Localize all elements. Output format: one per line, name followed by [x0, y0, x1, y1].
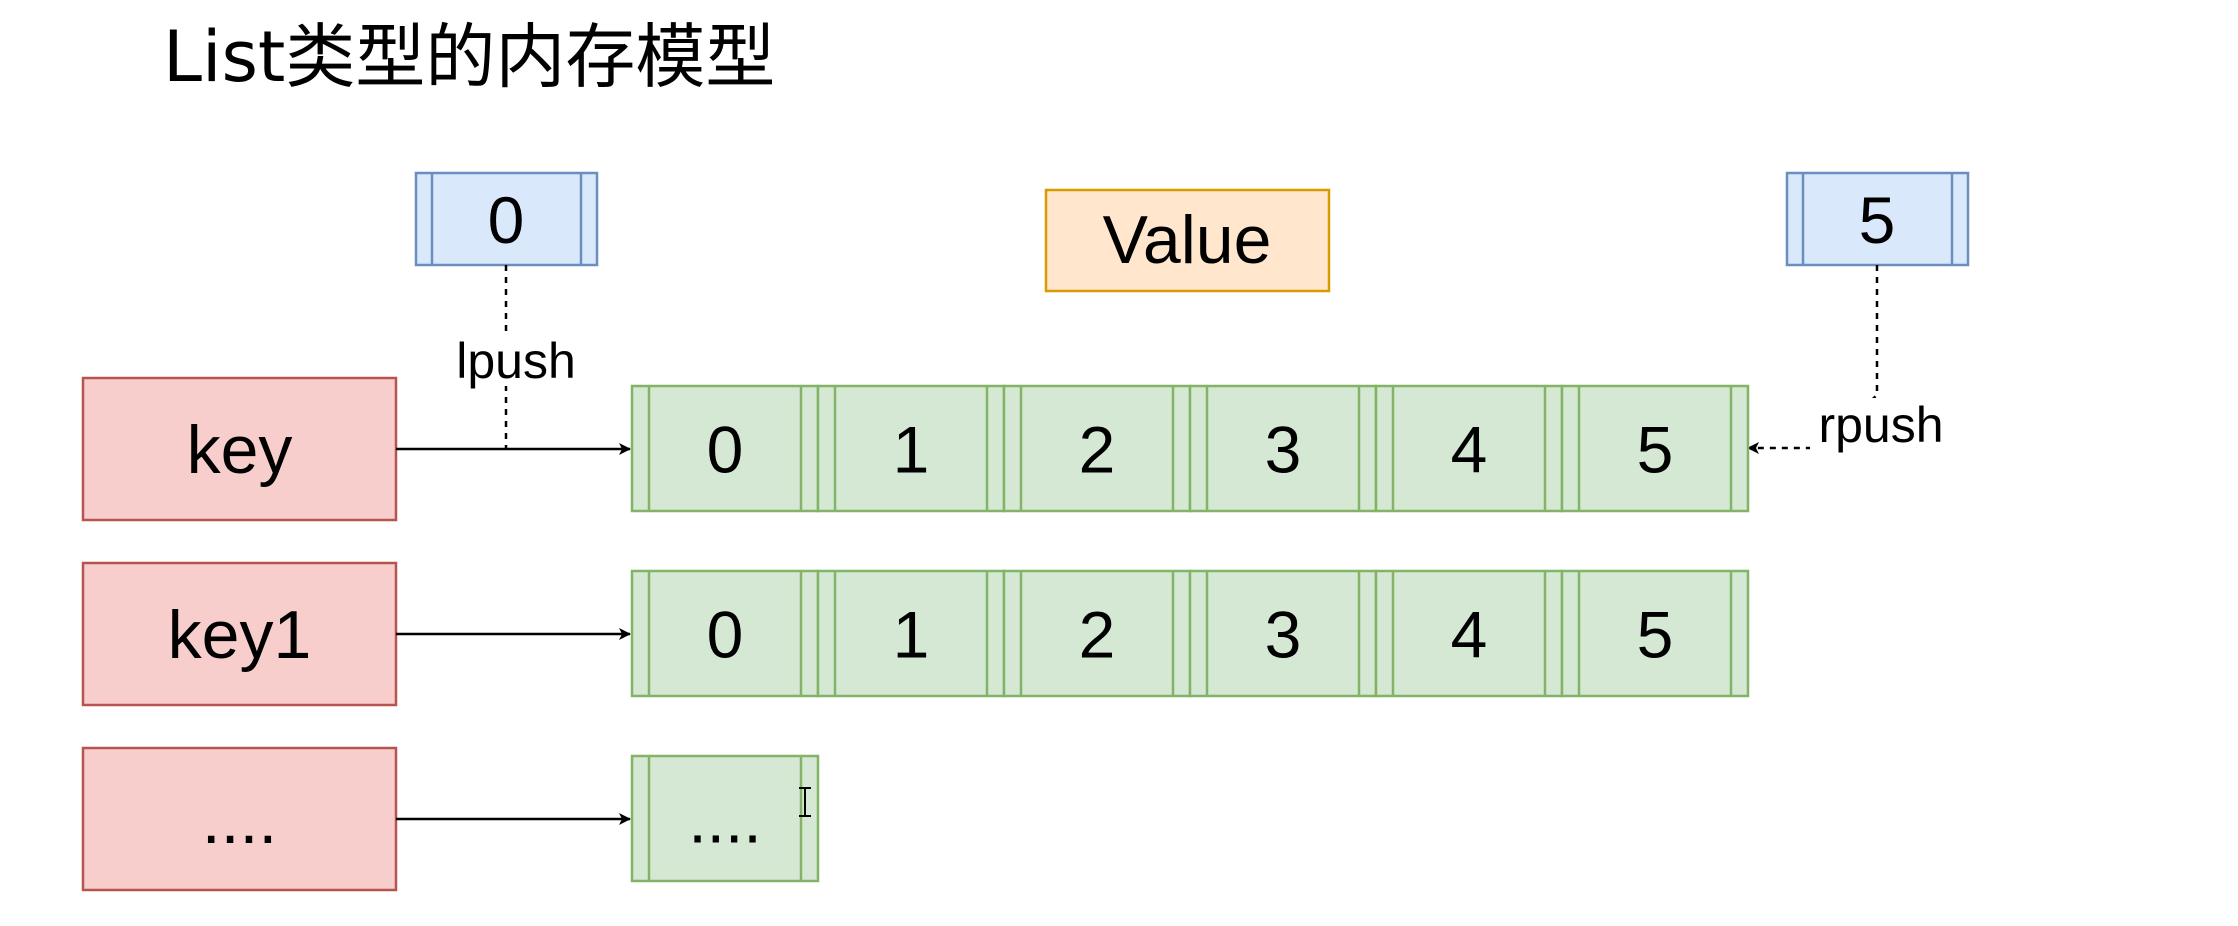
list-cell: 4 [1374, 569, 1564, 698]
list-cell-value: .... [688, 783, 761, 857]
key-box [81, 746, 398, 892]
list-cell-value: 0 [707, 413, 744, 487]
list-cell: 3 [1188, 384, 1378, 513]
list-cell-rect [1002, 384, 1192, 513]
list-cell: .... [630, 754, 820, 883]
list-cell-value: 5 [1637, 598, 1674, 672]
list-cell-rect [1560, 569, 1750, 698]
value-label: Value [1103, 202, 1272, 278]
list-cell: 5 [1560, 384, 1750, 513]
text-cursor-icon [799, 787, 811, 817]
list-cell-value: 3 [1265, 598, 1302, 672]
list-cell-rect [630, 569, 820, 698]
key-label: key1 [168, 597, 312, 673]
list-row: ........ [81, 746, 820, 892]
list-row: key1 0 1 2 3 4 5 [81, 561, 1750, 707]
list-cell-value: 4 [1451, 598, 1488, 672]
lpush-element-box: 0 [414, 171, 599, 267]
list-cell-rect [630, 754, 820, 883]
key-label: .... [202, 782, 278, 858]
rows-layer: key 0 1 2 3 4 5 key1 0 1 2 3 4 5........ [81, 376, 1750, 892]
key-label: key [187, 412, 293, 488]
list-row: key 0 1 2 3 4 5 [81, 376, 1750, 522]
list-cell: 5 [1560, 569, 1750, 698]
list-cell-value: 2 [1079, 413, 1116, 487]
list-cell-rect [816, 384, 1006, 513]
list-cell-rect [816, 569, 1006, 698]
list-cell: 3 [1188, 569, 1378, 698]
rpush-label-bg [1810, 398, 1952, 452]
diagram-title: List类型的内存模型 [163, 16, 776, 98]
lpush-label-bg [448, 334, 580, 386]
list-cell-rect [630, 384, 820, 513]
rpush-element-box: 5 [1785, 171, 1970, 267]
list-cell: 2 [1002, 384, 1192, 513]
list-cell-rect [1560, 384, 1750, 513]
list-cell-value: 2 [1079, 598, 1116, 672]
list-cell-rect [1374, 384, 1564, 513]
lpush-label: lpush [456, 333, 576, 389]
list-cell-value: 0 [707, 598, 744, 672]
value-box-rect [1044, 188, 1331, 293]
list-cell-rect [1188, 384, 1378, 513]
list-cell-value: 1 [893, 598, 930, 672]
key-box [81, 561, 398, 707]
list-cell: 2 [1002, 569, 1192, 698]
rpush-element-rect [1785, 171, 1970, 267]
list-cell: 1 [816, 569, 1006, 698]
list-cell-value: 3 [1265, 413, 1302, 487]
list-cell-value: 1 [893, 413, 930, 487]
list-cell-value: 4 [1451, 413, 1488, 487]
rpush-element-value: 5 [1859, 183, 1896, 257]
value-box: Value [1044, 188, 1331, 293]
list-cell: 0 [630, 384, 820, 513]
list-cell: 1 [816, 384, 1006, 513]
lpush-element-value: 0 [488, 183, 525, 257]
lpush-element-rect [414, 171, 599, 267]
list-cell-value: 5 [1637, 413, 1674, 487]
list-cell: 4 [1374, 384, 1564, 513]
list-cell: 0 [630, 569, 820, 698]
rpush-label: rpush [1818, 397, 1943, 453]
